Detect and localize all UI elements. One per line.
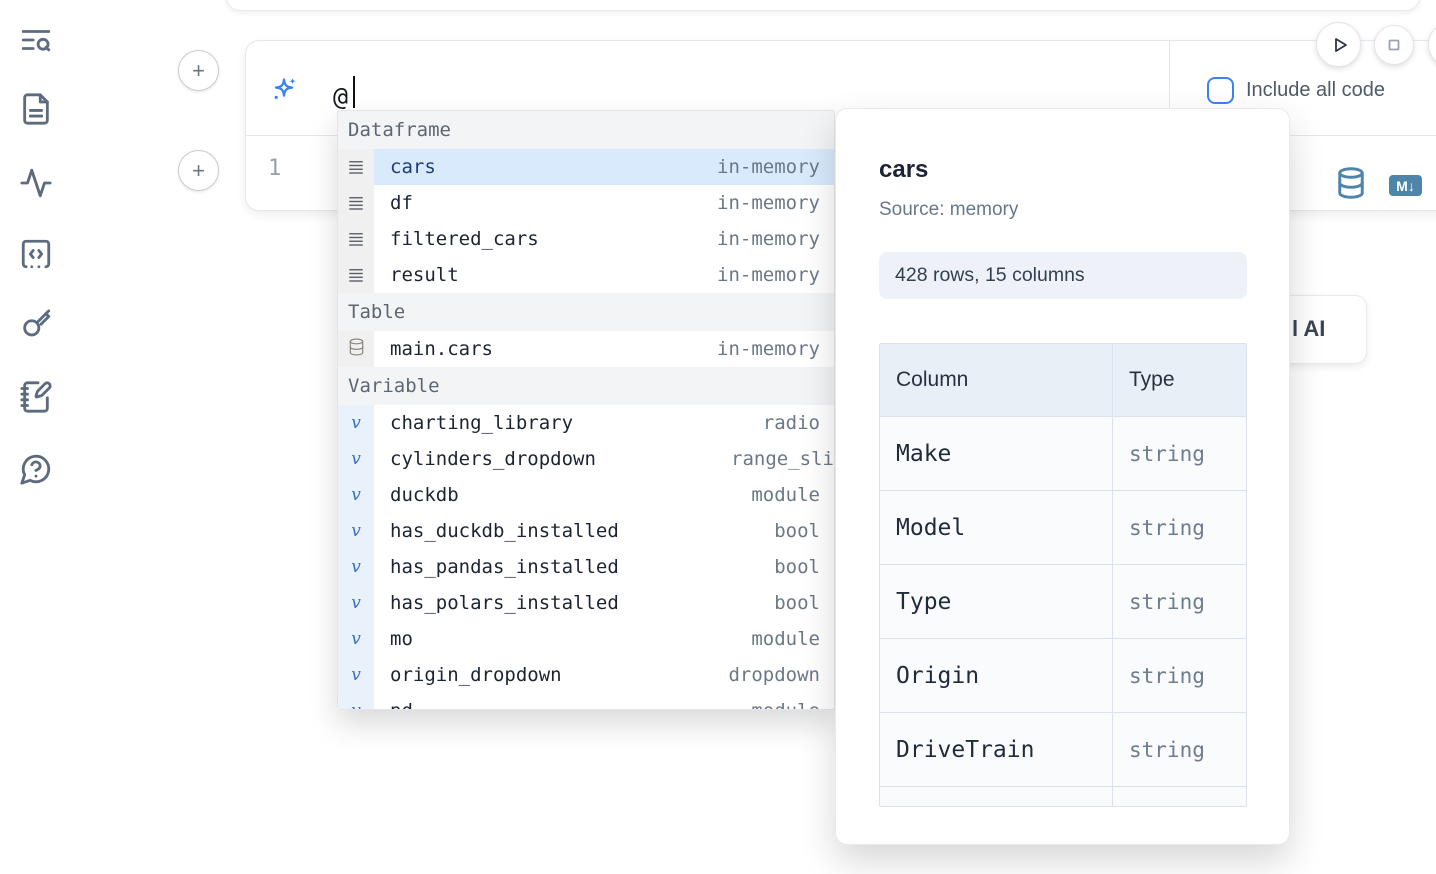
sidebar bbox=[0, 0, 72, 874]
variable-icon: v bbox=[351, 485, 361, 505]
divider bbox=[1169, 41, 1170, 135]
text-search-icon[interactable] bbox=[19, 23, 53, 57]
autocomplete-item-origin-dropdown[interactable]: v origin_dropdown dropdown bbox=[338, 657, 834, 693]
schema-header-column: Column bbox=[880, 344, 1113, 416]
help-chat-icon[interactable] bbox=[19, 452, 53, 486]
dataframe-icon bbox=[347, 159, 365, 175]
text-cursor bbox=[353, 76, 355, 108]
section-header-variable: Variable bbox=[338, 367, 834, 405]
sparkles-ai-icon bbox=[268, 75, 300, 107]
dataframe-icon bbox=[347, 195, 365, 211]
schema-table: Column Type Make string Model string Typ… bbox=[879, 343, 1247, 807]
variable-icon: v bbox=[351, 413, 361, 433]
section-header-dataframe: Dataframe bbox=[338, 111, 834, 149]
play-icon bbox=[1334, 37, 1347, 52]
code-snippets-icon[interactable] bbox=[19, 237, 53, 271]
database-icon bbox=[348, 338, 365, 361]
variable-icon: v bbox=[351, 701, 361, 709]
autocomplete-item-filtered-cars[interactable]: filtered_cars in-memory bbox=[338, 221, 834, 257]
schema-row-model: Model string bbox=[880, 490, 1246, 564]
dataframe-preview-popup: cars Source: memory 428 rows, 15 columns… bbox=[835, 108, 1290, 845]
section-header-table: Table bbox=[338, 293, 834, 331]
variable-icon: v bbox=[351, 521, 361, 541]
autocomplete-item-result[interactable]: result in-memory bbox=[338, 257, 834, 293]
file-document-icon[interactable] bbox=[19, 92, 53, 126]
autocomplete-item-main-cars[interactable]: main.cars in-memory bbox=[338, 331, 834, 367]
preview-source: Source: memory bbox=[879, 199, 1019, 220]
autocomplete-item-pd[interactable]: v pd module bbox=[338, 693, 834, 709]
code-editor-row[interactable]: 1 M↓ bbox=[246, 136, 1436, 211]
schema-header-type: Type bbox=[1129, 368, 1175, 391]
schema-row-origin: Origin string bbox=[880, 638, 1246, 712]
autocomplete-item-mo[interactable]: v mo module bbox=[338, 621, 834, 657]
variable-icon: v bbox=[351, 557, 361, 577]
stop-button[interactable] bbox=[1374, 25, 1414, 65]
autocomplete-item-has-pandas-installed[interactable]: v has_pandas_installed bool bbox=[338, 549, 834, 585]
schema-row-drivetrain: DriveTrain string bbox=[880, 712, 1246, 786]
variable-icon: v bbox=[351, 593, 361, 613]
autocomplete-item-duckdb[interactable]: v duckdb module bbox=[338, 477, 834, 513]
key-icon[interactable] bbox=[19, 308, 53, 342]
autocomplete-dropdown: Dataframe cars in-memory df in-memory fi… bbox=[337, 110, 835, 710]
autocomplete-item-df[interactable]: df in-memory bbox=[338, 185, 834, 221]
schema-row-type: Type string bbox=[880, 564, 1246, 638]
preview-title: cars bbox=[879, 156, 929, 183]
schema-row-partial bbox=[880, 786, 1246, 806]
dataframe-icon bbox=[347, 267, 365, 283]
notebook-scratchpad-icon[interactable] bbox=[19, 380, 53, 414]
previous-cell-edge bbox=[225, 0, 1421, 11]
convert-to-sql-icon[interactable] bbox=[1336, 166, 1366, 205]
autocomplete-item-charting-library[interactable]: v charting_library radio bbox=[338, 405, 834, 441]
run-cell-button[interactable] bbox=[1316, 22, 1361, 67]
line-number: 1 bbox=[268, 156, 282, 181]
autocomplete-item-has-duckdb-installed[interactable]: v has_duckdb_installed bool bbox=[338, 513, 834, 549]
variable-icon: v bbox=[351, 629, 361, 649]
schema-row-make: Make string bbox=[880, 416, 1246, 490]
add-cell-above-button[interactable]: + bbox=[178, 50, 219, 91]
ai-prompt-input[interactable]: @ bbox=[333, 82, 349, 111]
autocomplete-item-cars[interactable]: cars in-memory bbox=[338, 149, 834, 185]
autocomplete-item-cylinders-dropdown[interactable]: v cylinders_dropdown range_sli bbox=[338, 441, 834, 477]
shape-badge: 428 rows, 15 columns bbox=[879, 252, 1247, 299]
variable-icon: v bbox=[351, 665, 361, 685]
dataframe-icon bbox=[347, 231, 365, 247]
activity-tracer-icon[interactable] bbox=[19, 166, 53, 200]
include-all-code-label: Include all code bbox=[1246, 79, 1385, 101]
stop-square-icon bbox=[1388, 39, 1400, 51]
schema-header-row: Column Type bbox=[880, 344, 1246, 416]
variable-icon: v bbox=[351, 449, 361, 469]
ai-button-label: l AI bbox=[1292, 316, 1326, 341]
autocomplete-item-has-polars-installed[interactable]: v has_polars_installed bool bbox=[338, 585, 834, 621]
convert-to-markdown-icon[interactable]: M↓ bbox=[1389, 175, 1422, 196]
include-all-code-checkbox[interactable] bbox=[1207, 77, 1234, 104]
add-cell-below-button[interactable]: + bbox=[178, 150, 219, 191]
